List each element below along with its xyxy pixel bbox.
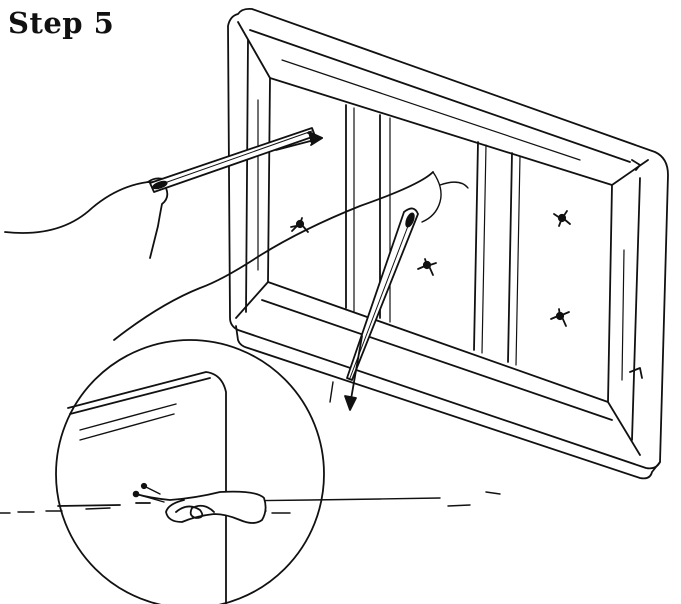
- frame-notch-top-right: [632, 160, 640, 170]
- needle-icon: [347, 208, 418, 380]
- thread-icon: [114, 172, 441, 340]
- frame-bottom-edge: [236, 326, 660, 478]
- left-hand: [5, 178, 167, 258]
- detail-fabric-line: [58, 503, 150, 506]
- detail-fabric-dashes: [0, 508, 110, 513]
- tie-knots: [291, 211, 570, 326]
- fabric-seam-4: [508, 153, 512, 362]
- detail-thread-line: [230, 498, 440, 501]
- knot-icon: [554, 211, 570, 226]
- frame-notch-bottom-right: [630, 368, 642, 378]
- detail-knot-loop: [176, 506, 214, 518]
- frame-groove-top-2: [282, 60, 580, 160]
- fabric-seam-3b: [482, 145, 486, 353]
- detail-fabric-dashes-right: [252, 492, 500, 513]
- arrow-icon: [276, 132, 322, 150]
- needle-trail: [330, 382, 333, 402]
- frame-bevel-bottom-right: [608, 402, 640, 455]
- frame-groove-left: [246, 40, 248, 312]
- detail-circle: [56, 340, 324, 604]
- detail-magnifier: [0, 340, 500, 604]
- detail-frame-line: [70, 378, 210, 414]
- detail-groove-2: [80, 414, 174, 440]
- fabric-seam-3: [474, 142, 478, 350]
- needle-icon: [150, 128, 315, 192]
- frame-bevel-top-right: [612, 160, 648, 185]
- knot-icon: [418, 259, 436, 275]
- knot-icon: [291, 218, 308, 232]
- frame-groove-top: [250, 30, 630, 162]
- hand-icon: [5, 182, 167, 258]
- frame: [228, 9, 668, 479]
- detail-knot: [136, 492, 266, 523]
- frame-inner-edge: [268, 78, 612, 402]
- detail-groove: [80, 404, 176, 430]
- arrow-icon: [345, 336, 362, 410]
- frame-groove-right: [632, 178, 640, 440]
- knot-icon: [551, 309, 569, 326]
- frame-groove-right-2: [622, 250, 624, 380]
- fabric-seam-4b: [516, 156, 520, 365]
- frame-bevel-top-left: [238, 22, 270, 78]
- hand-contour-right: [440, 182, 468, 188]
- frame-bevel-bottom-left: [236, 282, 268, 318]
- step-title: Step 5: [8, 6, 115, 40]
- frame-groove-bottom: [262, 300, 612, 420]
- detail-frame-edge: [68, 372, 226, 604]
